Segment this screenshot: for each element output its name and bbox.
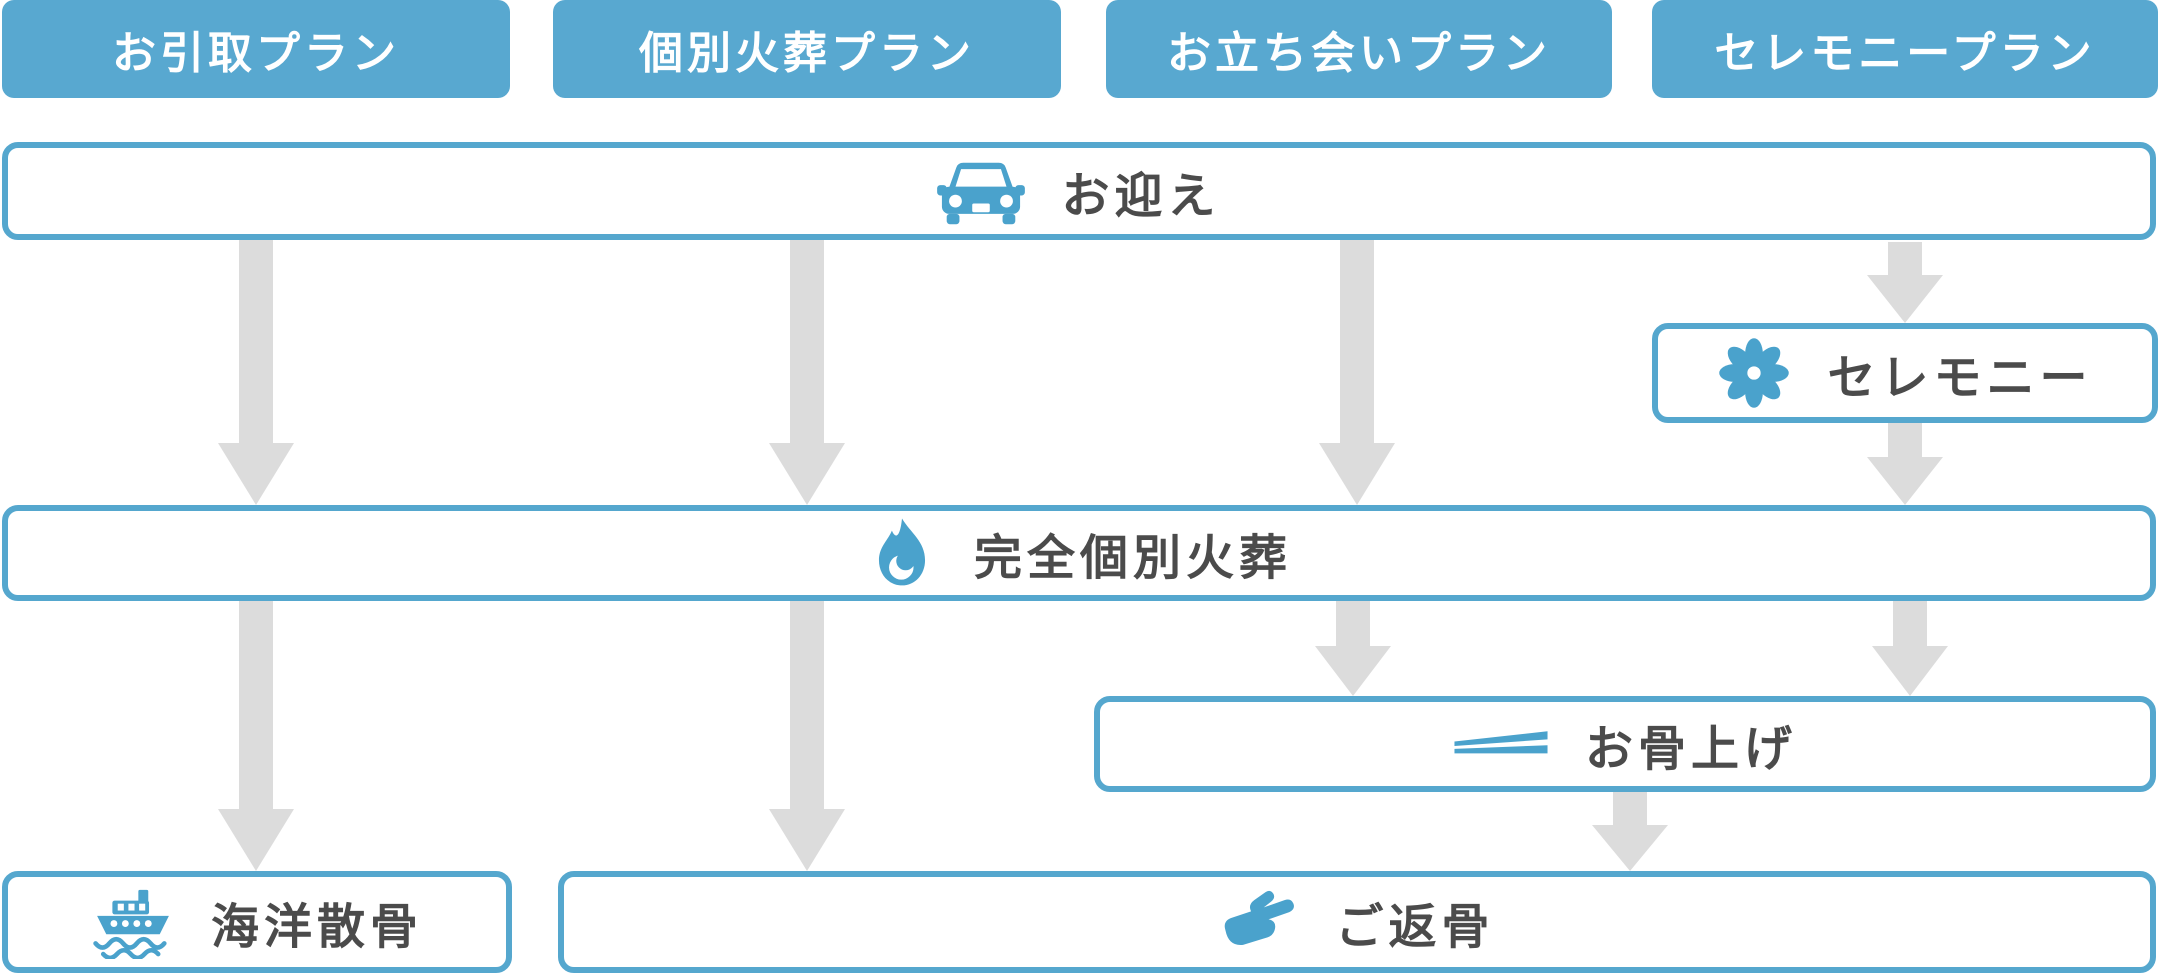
flow-arrow-pickup-to-cremation-col1 [218, 240, 294, 505]
chopsticks-icon [1453, 730, 1549, 758]
car-icon [937, 158, 1026, 225]
flow-arrow-pickup-to-cremation-col2 [769, 240, 845, 505]
hand-icon [1219, 889, 1299, 956]
step-label-sea-scattering: 海洋散骨 [210, 901, 423, 954]
flow-arrow-cremation-to-bone-pickup-col3 [1315, 601, 1391, 696]
plan-header-pickup-plan: お引取プラン [2, 0, 510, 98]
step-label-ceremony: セレモニー [1827, 352, 2093, 405]
flow-arrow-pickup-to-cremation-col3 [1319, 240, 1395, 505]
flow-arrow-cremation-to-sea-scattering [218, 601, 294, 871]
plan-header-label: お立ち会いプラン [1167, 29, 1551, 78]
plan-header-ceremony-plan: セレモニープラン [1652, 0, 2158, 98]
step-box-sea-scattering: 海洋散骨 [2, 871, 512, 973]
step-box-bone-pickup: お骨上げ [1094, 696, 2156, 792]
plan-header-label: セレモニープラン [1714, 29, 2096, 78]
plan-header-attendance-plan: お立ち会いプラン [1106, 0, 1612, 98]
step-label-return-of-remains: ご返骨 [1335, 901, 1495, 954]
flow-arrow-pickup-to-ceremony [1867, 242, 1943, 323]
step-label-pickup: お迎え [1061, 170, 1221, 223]
step-label-cremation: 完全個別火葬 [973, 532, 1292, 585]
step-box-ceremony: セレモニー [1652, 323, 2158, 423]
flow-arrow-cremation-to-return [769, 601, 845, 871]
plan-header-individual-cremation-plan: 個別火葬プラン [553, 0, 1061, 98]
flow-arrow-cremation-to-bone-pickup-col4 [1872, 601, 1948, 696]
flow-arrow-bone-pickup-to-return [1592, 792, 1668, 871]
flower-icon [1717, 336, 1791, 410]
step-box-pickup: お迎え [2, 142, 2156, 240]
flow-arrow-ceremony-to-cremation [1867, 423, 1943, 505]
step-box-cremation: 完全個別火葬 [2, 505, 2156, 601]
plan-header-label: 個別火葬プラン [639, 29, 975, 78]
step-label-bone-pickup: お骨上げ [1584, 723, 1797, 776]
step-box-return-of-remains: ご返骨 [558, 871, 2156, 973]
ship-icon [91, 885, 175, 959]
plan-header-label: お引取プラン [112, 29, 400, 78]
flame-icon [866, 517, 938, 589]
